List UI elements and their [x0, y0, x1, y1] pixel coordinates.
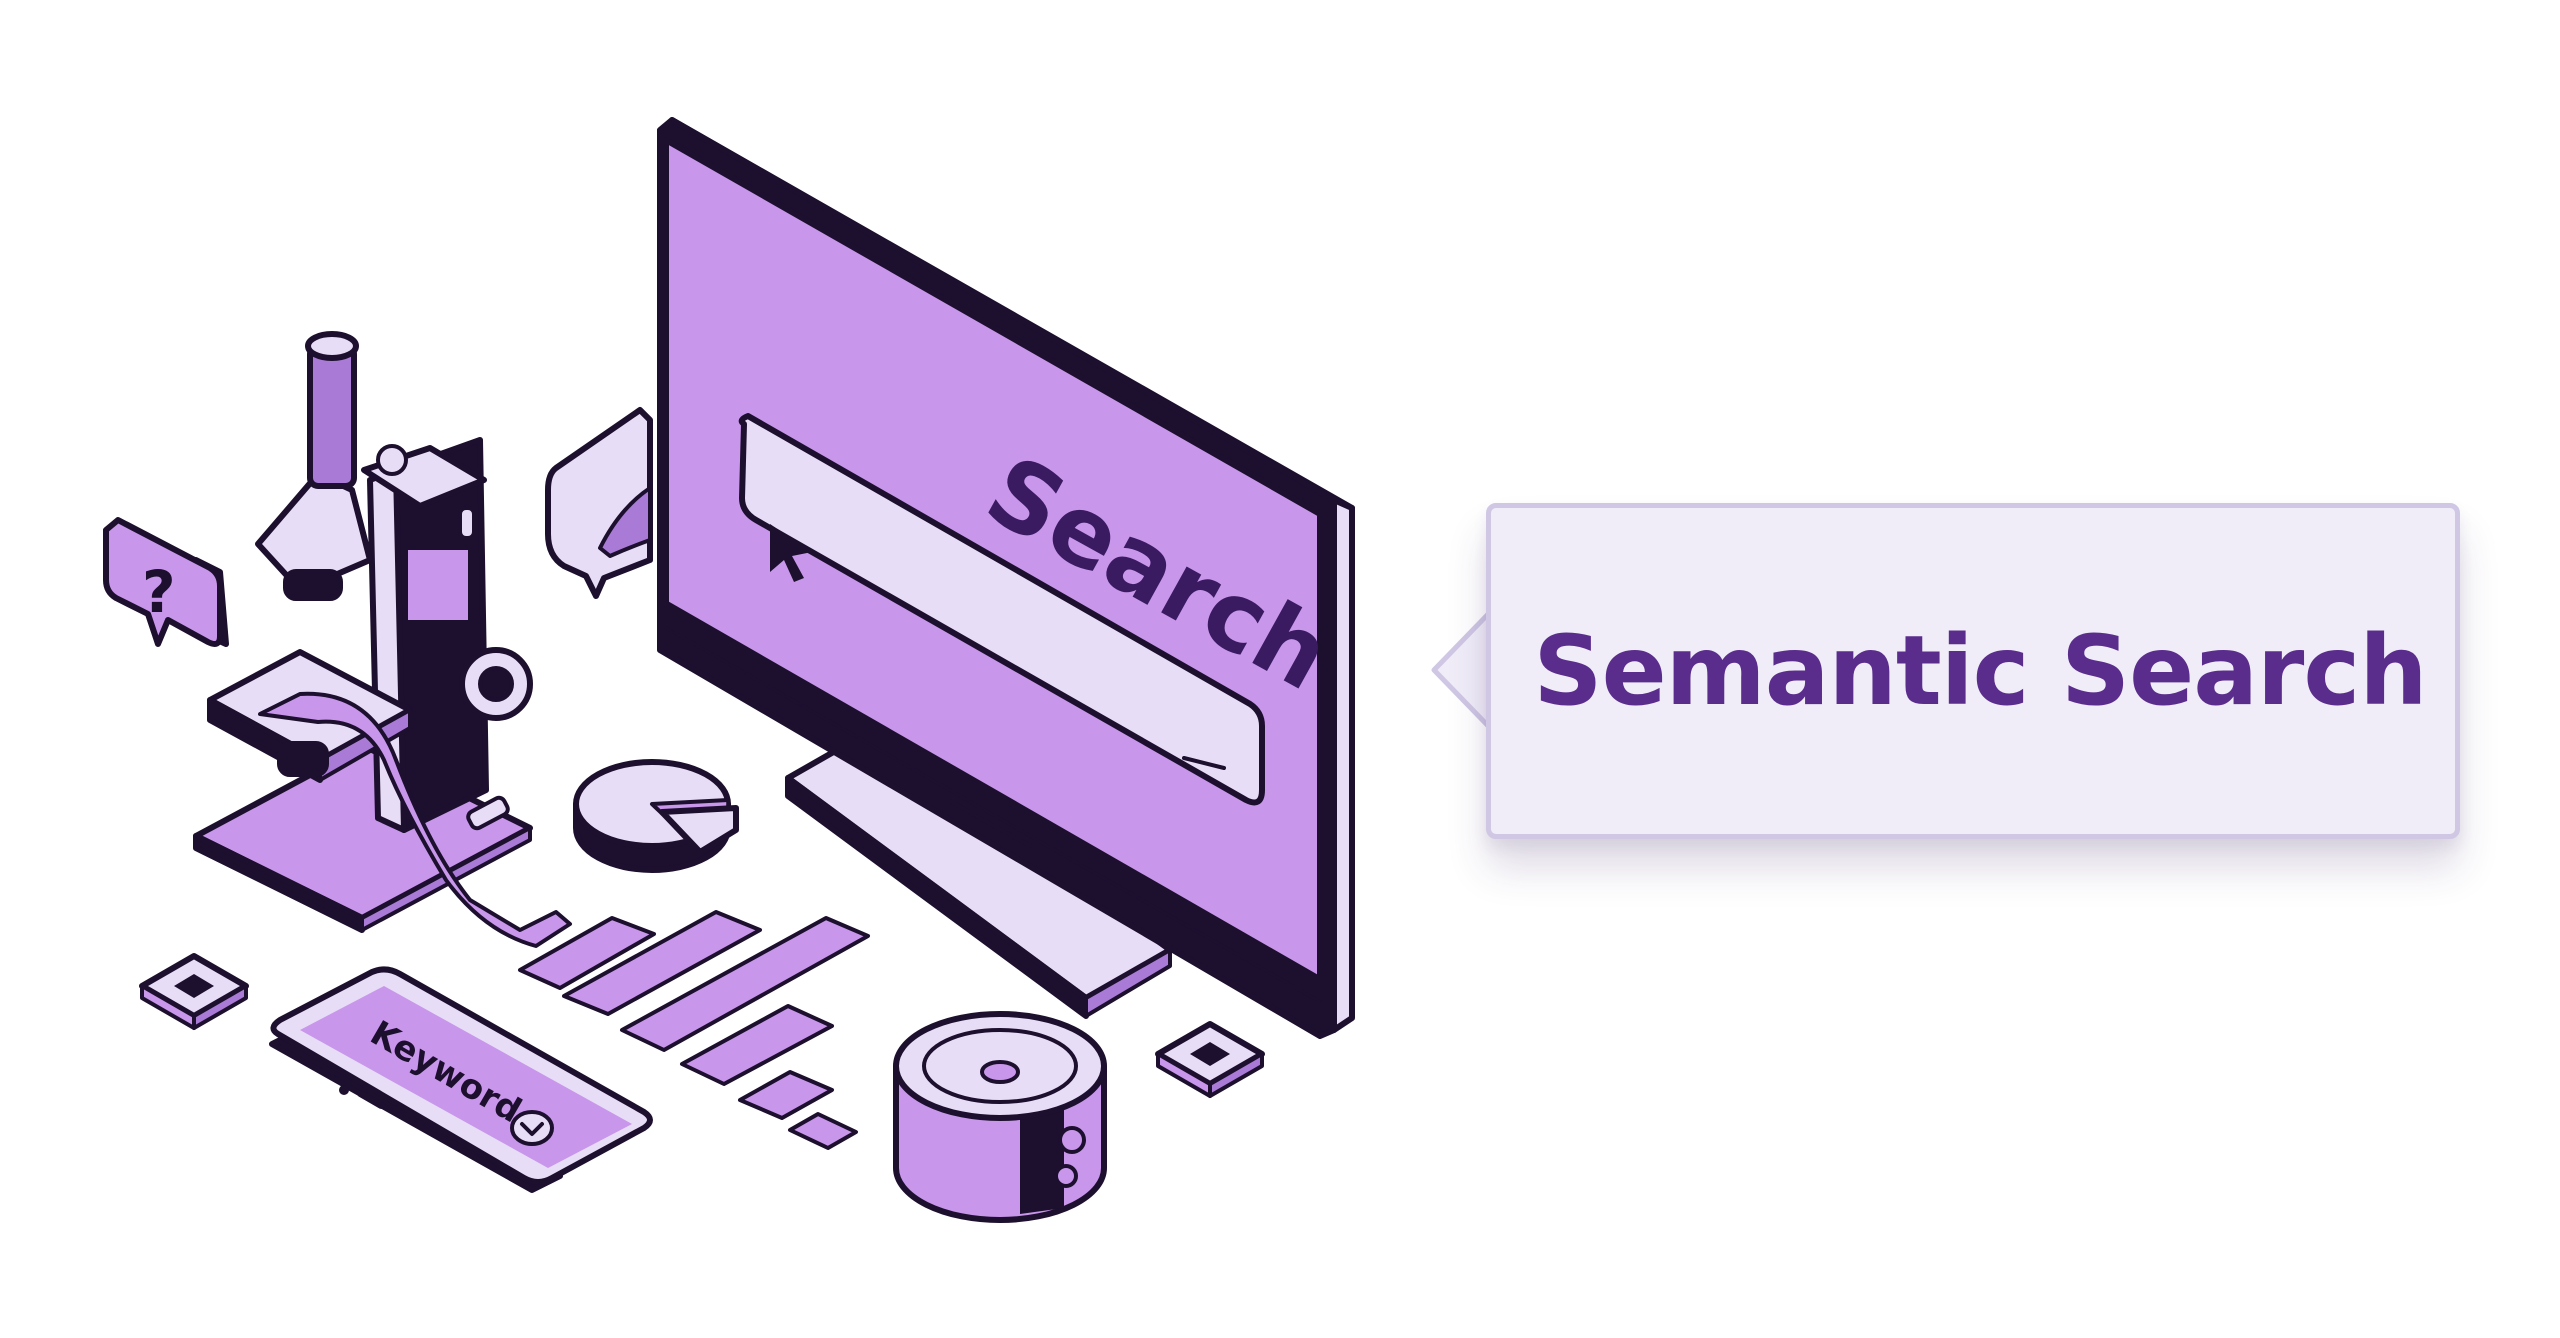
pie-chart-icon	[573, 759, 739, 873]
small-cube-left-icon	[139, 953, 249, 1030]
chevron-down-icon	[510, 1110, 554, 1146]
microscope-icon	[193, 331, 533, 933]
question-bubble-icon: ?	[103, 517, 229, 647]
question-mark: ?	[142, 558, 176, 626]
phone-icon: Keyword	[269, 966, 653, 1193]
small-cube-right-icon	[1155, 1021, 1265, 1098]
callout-box: Semantic Search	[1486, 503, 2460, 839]
bar-chart-icon	[518, 910, 870, 1150]
callout-title: Semantic Search	[1533, 615, 2427, 727]
data-ribbon	[258, 691, 572, 948]
monitor: Search	[657, 117, 1355, 1039]
cylinder-device-icon	[893, 1011, 1107, 1223]
screen-search-bar	[738, 413, 1265, 806]
cursor-icon	[770, 524, 812, 582]
speech-bubble-icon	[545, 407, 653, 599]
